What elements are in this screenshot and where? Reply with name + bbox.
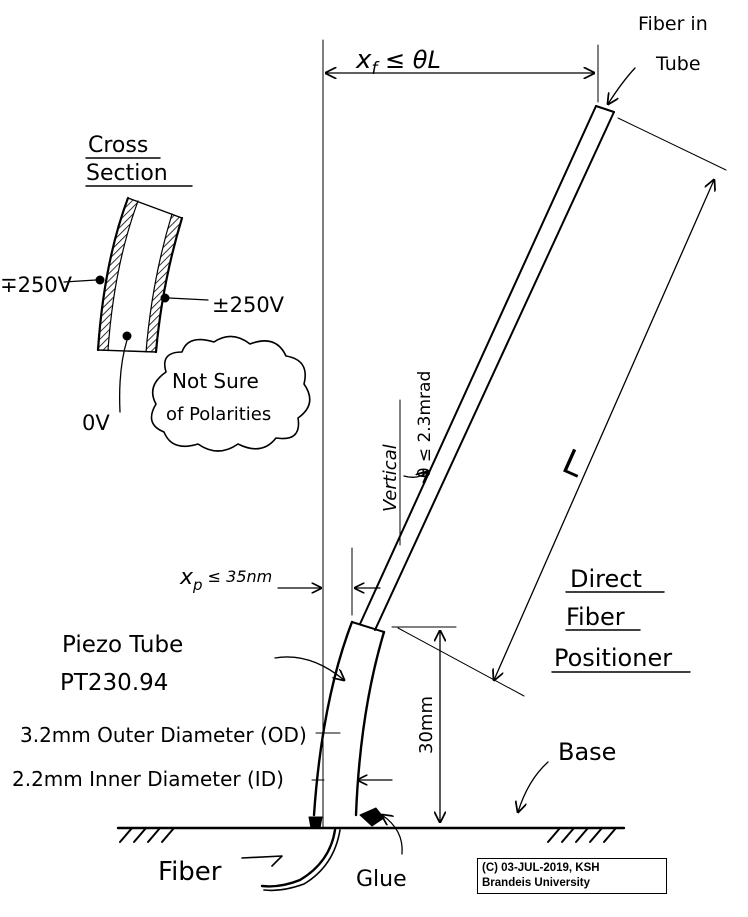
cross-section-hatch-right bbox=[146, 214, 182, 352]
plus-minus-250-label: ±250V bbox=[212, 293, 285, 317]
fiber-in-tube-pointer bbox=[608, 67, 636, 104]
fiber-strand bbox=[260, 828, 337, 888]
fiber-strand-2 bbox=[263, 829, 341, 892]
cross-section-label-1: Cross bbox=[88, 133, 148, 158]
length-extension-bottom bbox=[397, 627, 525, 697]
cross-section-inner-left bbox=[107, 200, 139, 351]
cross-section-hatch-left bbox=[98, 198, 138, 350]
fiber-in-tube-label-2: Tube bbox=[655, 53, 701, 75]
electrode-outer-right bbox=[160, 293, 170, 303]
electrode-right-lead bbox=[168, 297, 209, 301]
od-label: 3.2mm Outer Diameter (OD) bbox=[20, 723, 307, 747]
xf-label: xf ≤ θL bbox=[355, 45, 441, 79]
direct-label: Direct bbox=[570, 565, 642, 593]
not-sure-label-1: Not Sure bbox=[172, 369, 259, 393]
positioner-label: Positioner bbox=[554, 644, 672, 672]
copyright-line-1: (C) 03-JUL-2019, KSH bbox=[482, 862, 600, 874]
base-hatching bbox=[119, 827, 617, 843]
electrode-left-lead bbox=[63, 279, 97, 283]
vertical-label: Vertical bbox=[380, 444, 401, 512]
zero-v-label: 0V bbox=[82, 411, 110, 435]
glue-blob-right bbox=[359, 807, 385, 827]
length-label: L bbox=[556, 442, 590, 486]
fiber-tube-left-edge bbox=[359, 105, 597, 625]
fiber-in-tube-label-1: Fiber in bbox=[638, 13, 708, 35]
glue-pointer bbox=[382, 815, 403, 855]
base-pointer bbox=[518, 761, 549, 812]
fiber-positioner-label: Fiber bbox=[566, 603, 625, 631]
not-sure-cloud bbox=[150, 335, 311, 452]
fiber-pointer bbox=[241, 855, 283, 867]
glue-blob-left bbox=[308, 816, 323, 829]
electrode-inner bbox=[122, 331, 132, 341]
piezo-tube-label: Piezo Tube bbox=[62, 632, 183, 658]
electrode-outer-left bbox=[95, 275, 105, 285]
length-extension-top bbox=[617, 117, 727, 171]
electrode-inner-lead bbox=[119, 339, 128, 413]
theta-arc-arrow bbox=[403, 472, 427, 477]
copyright-line-2: Brandeis University bbox=[482, 877, 591, 889]
cross-section-label-2: Section bbox=[86, 161, 168, 186]
glue-label: Glue bbox=[356, 867, 407, 892]
minus-plus-250-label: ∓250V bbox=[0, 273, 73, 297]
piezo-model-label: PT230.94 bbox=[60, 670, 168, 696]
piezo-tube-left-wall bbox=[312, 620, 354, 817]
theta-label: θ ≤ 2.3mrad bbox=[415, 371, 435, 478]
not-sure-label-2: of Polarities bbox=[166, 404, 271, 425]
piezo-tube-right-wall bbox=[354, 630, 386, 817]
cross-section-top-cap bbox=[127, 197, 183, 219]
fiber-label: Fiber bbox=[158, 857, 222, 887]
piezo-tube-top-cap bbox=[351, 621, 385, 633]
copyright-box: (C) 03-JUL-2019, KSH Brandeis University bbox=[477, 858, 667, 894]
fiber-tube-top-cap bbox=[595, 105, 615, 113]
xp-label: xp ≤ 35nm bbox=[179, 565, 272, 594]
base-label: Base bbox=[558, 738, 616, 766]
piezo-tube-pointer bbox=[274, 656, 344, 680]
fiber-tube-right-edge bbox=[374, 111, 615, 631]
length-dimension-arrow bbox=[494, 180, 714, 680]
id-label: 2.2mm Inner Diameter (ID) bbox=[12, 767, 284, 791]
thirty-mm-label: 30mm bbox=[416, 696, 437, 754]
cross-section-bottom-cap bbox=[97, 349, 157, 353]
